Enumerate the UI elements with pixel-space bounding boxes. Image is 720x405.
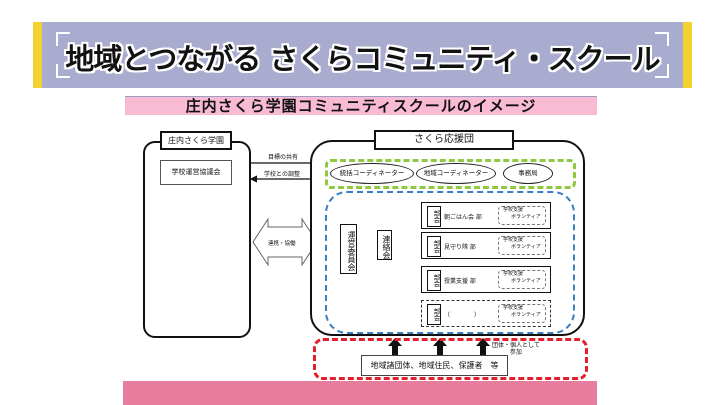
coordinator-group <box>325 159 576 189</box>
up-arrow <box>476 338 490 356</box>
volunteer-line-2: ボランティア <box>511 278 541 284</box>
department-name: 朝ごはん会 部 <box>444 214 482 221</box>
banner-left-accent <box>33 22 42 88</box>
volunteer-box: 学校支援 ボランティア <box>498 304 546 323</box>
general-coordinator: 統括コーディネーター <box>330 163 414 184</box>
diagram-subtitle: 庄内さくら学園コミュニティスクールのイメージ <box>125 96 597 115</box>
cooperation-label: 連携・協働 <box>268 241 296 247</box>
department-name: 見守り隊 部 <box>444 244 476 251</box>
volunteer-box: 学校支援 ボランティア <box>498 236 546 255</box>
department-breakfast: 部会 朝ごはん会 部 学校支援 ボランティア <box>421 202 551 229</box>
title-banner: 地域とつながる さくらコミュニティ・スクール <box>33 22 692 88</box>
community-coordinator: 地域コーディネーター <box>416 163 496 184</box>
volunteer-line-2: ボランティア <box>511 214 541 220</box>
department-class-support: 部会 授業支援 部 学校支援 ボランティア <box>421 266 551 293</box>
department-tag: 部会 <box>427 304 441 325</box>
page-title: 地域とつながる さくらコミュニティ・スクール <box>65 42 660 76</box>
committee-group <box>325 191 575 334</box>
corner-bracket <box>56 32 70 46</box>
coordination-label: 学校との調整 <box>264 171 300 178</box>
school-label: 庄内さくら学園 <box>160 131 232 150</box>
banner-right-accent <box>683 22 692 88</box>
community-box: 地域諸団体、地域住民、保護者 等 <box>361 355 508 376</box>
support-group-label: さくら応援団 <box>374 130 514 150</box>
department-watch: 部会 見守り隊 部 学校支援 ボランティア <box>421 232 551 259</box>
up-arrow <box>433 338 447 356</box>
department-name: 授業支援 部 <box>444 278 476 285</box>
volunteer-line-1: 学校支援 <box>503 237 524 243</box>
up-arrow <box>388 338 402 356</box>
participation-note-line-2: 参加 <box>509 349 522 356</box>
department-tag: 部会 <box>427 206 441 227</box>
volunteer-line-1: 学校支援 <box>503 305 524 311</box>
liaison-council: 連絡会 <box>377 230 392 260</box>
department-tag: 部会 <box>427 270 441 291</box>
department-other: 部会 （ ） 学校支援 ボランティア <box>421 300 551 327</box>
school-council-box: 学校運営協議会 <box>160 160 232 185</box>
department-tag: 部会 <box>427 236 441 257</box>
participation-note-line-1: 団体・個人として <box>492 342 540 349</box>
secretariat: 事務局 <box>503 163 553 184</box>
shared-goals-label: 目標の共有 <box>268 154 299 161</box>
participation-note: 団体・個人として 参加 <box>492 342 540 356</box>
community-arrows <box>388 338 490 356</box>
volunteer-line-1: 学校支援 <box>503 271 524 277</box>
corner-bracket <box>655 32 669 46</box>
volunteer-line-1: 学校支援 <box>503 207 524 213</box>
volunteer-line-2: ボランティア <box>511 312 541 318</box>
volunteer-box: 学校支援 ボランティア <box>498 270 546 289</box>
volunteer-line-2: ボランティア <box>511 244 541 250</box>
volunteer-box: 学校支援 ボランティア <box>498 206 546 225</box>
steering-committee: 運営委員会 <box>340 224 357 274</box>
corner-bracket <box>655 64 669 78</box>
footer-bar <box>123 381 597 405</box>
corner-bracket <box>56 64 70 78</box>
community-group <box>313 338 588 380</box>
department-name: （ ） <box>444 312 481 319</box>
